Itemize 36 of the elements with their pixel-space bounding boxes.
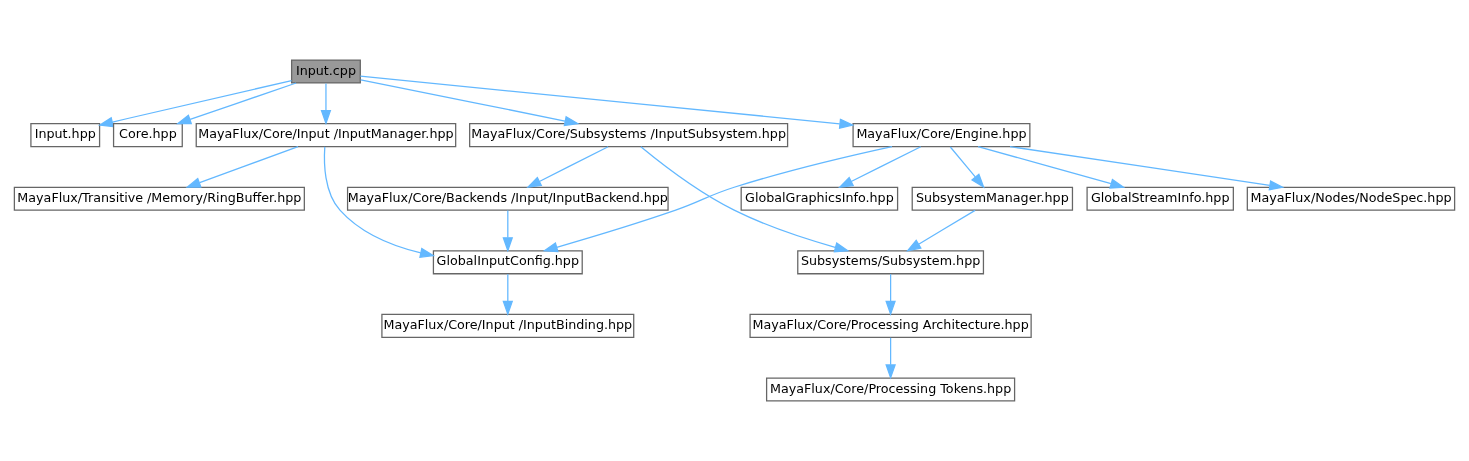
arrow <box>526 146 609 189</box>
node-box: GlobalInputConfig.hpp <box>432 250 583 275</box>
arrow <box>640 146 850 253</box>
node-box: Input.hpp <box>30 123 101 148</box>
node-box: MayaFlux/Core/Backends /Input/InputBackend.hpp <box>346 186 669 211</box>
node-box: MayaFlux/Core/Input /InputBinding.hpp <box>381 313 635 338</box>
arrow <box>98 79 293 128</box>
arrow <box>1009 145 1285 191</box>
node-box: SubsystemManager.hpp <box>911 186 1074 211</box>
node-box: MayaFlux/Transitive /Memory/RingBuffer.hpp <box>13 186 305 211</box>
node-box: MayaFlux/Core/Engine.hpp <box>852 123 1031 148</box>
arrow <box>176 82 297 125</box>
node-box: MayaFlux/Core/Processing Tokens.hpp <box>765 377 1016 402</box>
arrow <box>360 79 580 127</box>
arrow <box>502 209 514 253</box>
node-box: MayaFlux/Core/Input /InputManager.hpp <box>195 123 457 148</box>
arrow <box>502 273 514 316</box>
arrow <box>885 337 896 380</box>
arrow <box>542 145 893 253</box>
arrow <box>885 273 896 316</box>
arrow <box>323 146 436 259</box>
node-box: Core.hpp <box>112 123 183 148</box>
node-box: Subsystems/Subsystem.hpp <box>797 250 985 275</box>
arrow <box>185 145 299 188</box>
arrow <box>949 146 985 189</box>
node-box: MayaFlux/Core/Processing Architecture.hpp <box>749 313 1032 338</box>
arrow <box>359 75 855 130</box>
arrow <box>977 145 1126 189</box>
node-box: MayaFlux/Core/Subsystems /InputSubsystem.hpp <box>469 123 789 148</box>
node-box: MayaFlux/Nodes/NodeSpec.hpp <box>1246 186 1456 211</box>
arrow <box>838 146 922 189</box>
node-box: Input.cpp <box>291 59 361 84</box>
node-box: GlobalGraphicsInfo.hpp <box>740 186 899 211</box>
arrow <box>320 82 332 126</box>
arrow <box>905 209 976 252</box>
node-box: GlobalStreamInfo.hpp <box>1086 186 1234 211</box>
